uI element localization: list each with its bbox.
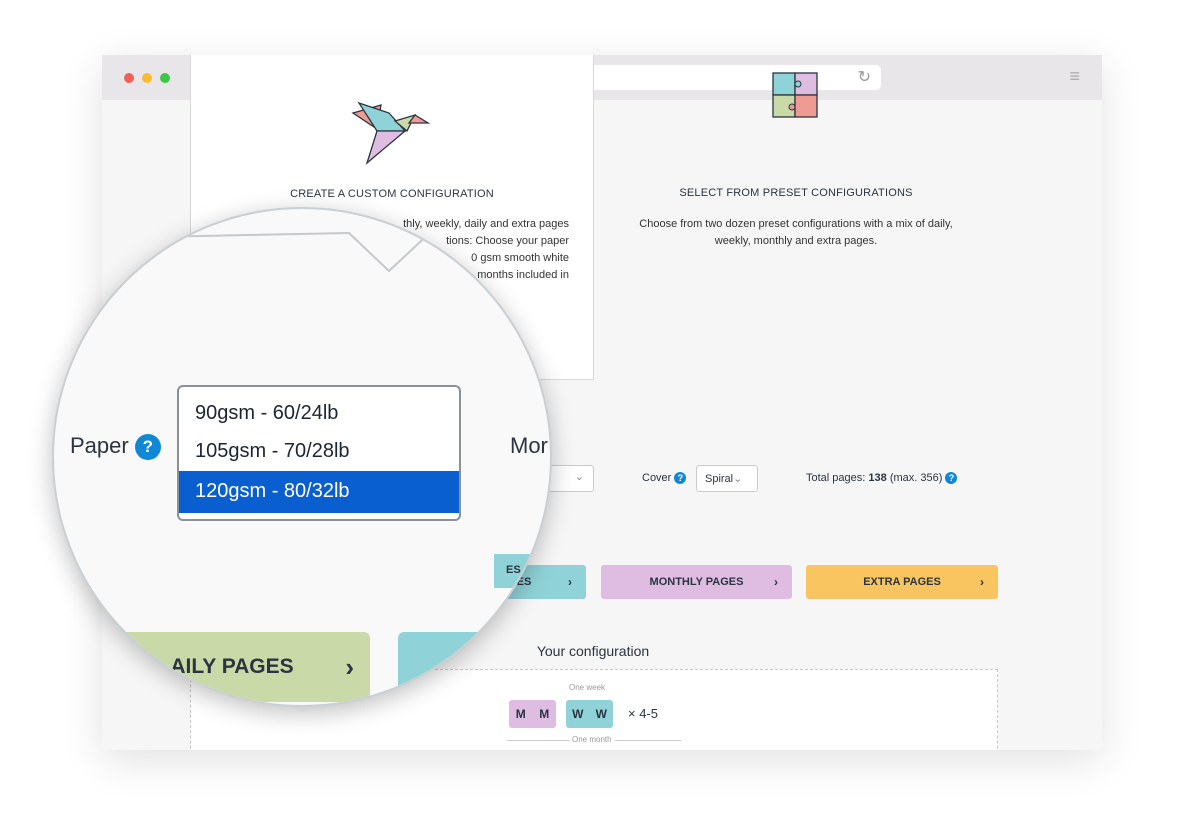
cover-select[interactable]: Spiral⌄ (696, 465, 758, 492)
maximize-window-button[interactable] (160, 73, 170, 83)
paper-label: Paper ? (70, 433, 161, 461)
weekly-pages-button-magnified[interactable] (398, 632, 550, 705)
paper-option[interactable]: 90gsm - 60/24lb (195, 402, 339, 424)
help-icon[interactable]: ? (945, 472, 958, 485)
close-window-button[interactable] (124, 73, 134, 83)
paper-option[interactable]: 105gsm - 70/28lb (195, 440, 350, 462)
help-icon[interactable]: ? (134, 434, 161, 461)
chevron-down-icon: ⌄ (574, 471, 584, 483)
tooltip-outline (54, 228, 435, 273)
configuration-title: Your configuration (536, 643, 650, 659)
menu-icon[interactable]: ≡ (1069, 66, 1080, 86)
reload-icon[interactable]: ↻ (857, 69, 871, 86)
extra-pages-button[interactable]: EXTRA PAGES› (806, 565, 998, 599)
daily-pages-button[interactable]: AILY PAGES› (94, 632, 370, 702)
repeat-count: × 4-5 (628, 706, 658, 721)
preset-config-card[interactable]: SELECT FROM PRESET CONFIGURATIONS Choose… (594, 55, 998, 375)
months-label: Mor (510, 433, 548, 458)
origami-bird-icon (351, 101, 431, 165)
minimize-window-button[interactable] (142, 73, 152, 83)
cover-label: Cover ? (642, 472, 687, 485)
chevron-down-icon: ⌄ (733, 473, 743, 485)
magnifier: Paper ? 90gsm - 60/24lb 105gsm - 70/28lb… (52, 207, 552, 707)
paper-option-selected[interactable]: 120gsm - 80/32lb (179, 471, 459, 513)
weekly-button-edge[interactable]: ES (494, 554, 550, 588)
one-week-label: One week (569, 683, 606, 692)
help-icon[interactable]: ? (674, 472, 687, 485)
custom-config-title: CREATE A CUSTOM CONFIGURATION (290, 188, 494, 200)
total-pages: Total pages: 138 (max. 356) ? (806, 472, 958, 485)
monthly-pages-button[interactable]: MONTHLY PAGES› (601, 565, 792, 599)
puzzle-icon (772, 72, 818, 118)
paper-dropdown[interactable]: 90gsm - 60/24lb 105gsm - 70/28lb 120gsm … (177, 385, 461, 521)
preset-config-desc: Choose from two dozen preset configurati… (639, 218, 953, 247)
one-month-label: One month (569, 735, 615, 744)
preset-config-title: SELECT FROM PRESET CONFIGURATIONS (679, 187, 913, 199)
